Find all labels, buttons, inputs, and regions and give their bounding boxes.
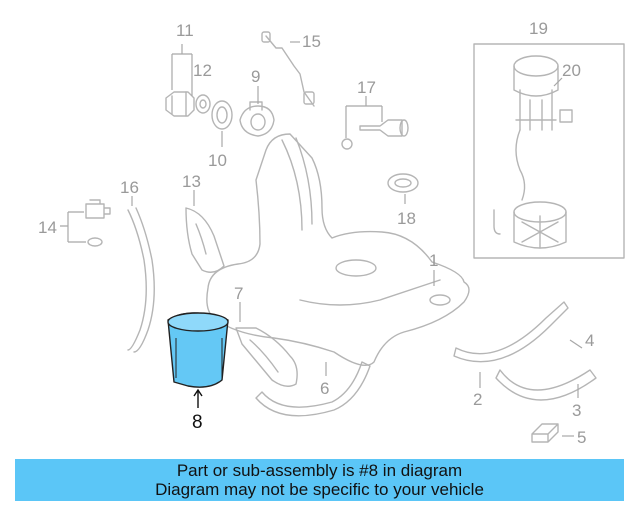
part-10-gasket (211, 100, 233, 130)
part-11-cap (165, 91, 195, 117)
leader-11 (171, 44, 193, 96)
part-16-hose (127, 207, 155, 353)
part-18-ring (387, 173, 419, 193)
callout-15: 15 (302, 32, 321, 51)
callout-16: 16 (120, 178, 139, 197)
callout-11: 11 (176, 21, 194, 40)
part-8-sleeve-highlighted (167, 312, 229, 388)
leader-4 (569, 339, 583, 349)
part-9-flange (239, 101, 275, 137)
callout-2: 2 (473, 390, 482, 409)
callout-9: 9 (251, 67, 260, 86)
callout-12: 12 (193, 61, 212, 80)
leader-14 (60, 211, 86, 243)
part-6-strap (255, 361, 371, 417)
part-14-valve (85, 199, 111, 247)
leader-8 (193, 388, 203, 408)
part-5-block (531, 423, 559, 443)
part-13-shield (185, 207, 225, 273)
part-20-fuel-pump (493, 55, 573, 249)
parts-diagram: 11 12 9 10 15 17 18 19 20 16 13 14 1 7 6… (38, 19, 625, 447)
part-19-box (473, 43, 625, 259)
callout-17: 17 (357, 78, 376, 97)
callout-7: 7 (234, 284, 243, 303)
callout-3: 3 (572, 401, 581, 420)
part-17-fitting (341, 119, 409, 150)
callout-18: 18 (397, 209, 416, 228)
leader-20 (553, 77, 563, 87)
callout-8: 8 (192, 412, 203, 433)
callout-19: 19 (529, 19, 548, 38)
part-15-sensor (261, 31, 315, 107)
part-7-shield (235, 327, 298, 387)
banner-line-2: Diagram may not be specific to your vehi… (155, 480, 484, 499)
callout-6: 6 (320, 379, 329, 398)
leader-17 (345, 96, 383, 138)
part-4-strap (453, 301, 569, 363)
callout-5: 5 (577, 428, 586, 447)
part-1-fuel-tank (206, 133, 470, 366)
callout-1: 1 (429, 251, 438, 270)
callout-20: 20 (562, 61, 581, 80)
part-12-seal (195, 94, 211, 114)
banner-line-1: Part or sub-assembly is #8 in diagram (176, 461, 463, 480)
callout-4: 4 (585, 331, 594, 350)
callout-10: 10 (208, 151, 227, 170)
part-3-strap (495, 369, 597, 401)
callout-13: 13 (182, 172, 201, 191)
callout-14: 14 (38, 218, 57, 237)
info-banner: Part or sub-assembly is #8 in diagram Di… (15, 459, 624, 501)
